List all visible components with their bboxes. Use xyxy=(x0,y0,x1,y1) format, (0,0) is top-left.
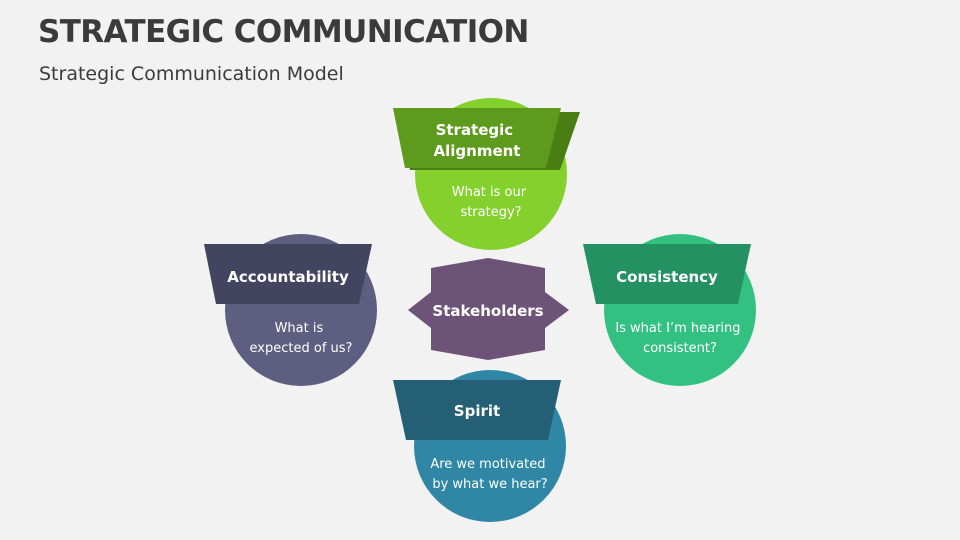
stakeholders-arrow-shape xyxy=(408,258,569,360)
slide-title: STRATEGIC COMMUNICATION xyxy=(38,14,529,50)
node-consistency: Consistency Is what I’m hearing consiste… xyxy=(583,234,756,386)
accountability-question: What is expected of us? xyxy=(250,321,353,356)
spirit-banner xyxy=(393,380,561,440)
consistency-banner xyxy=(583,244,751,304)
accountability-heading: Accountability xyxy=(227,268,349,286)
consistency-question: Is what I’m hearing consistent? xyxy=(615,321,744,356)
spirit-heading: Spirit xyxy=(454,402,500,420)
strategic-alignment-heading: Strategic Alignment xyxy=(434,121,521,160)
consistency-heading: Consistency xyxy=(616,268,718,286)
strategic-alignment-banner xyxy=(393,108,561,168)
stakeholders-top-band xyxy=(431,268,545,274)
center-node-stakeholders: Stakeholders xyxy=(408,258,569,360)
strategic-alignment-question: What is our strategy? xyxy=(452,185,530,220)
stakeholders-label: Stakeholders xyxy=(432,302,543,320)
spirit-question: Are we motivated by what we hear? xyxy=(430,457,549,492)
slide-subtitle: Strategic Communication Model xyxy=(39,63,344,85)
accountability-banner xyxy=(204,244,372,304)
node-spirit: Spirit Are we motivated by what we hear? xyxy=(393,370,566,522)
node-accountability: Accountability What is expected of us? xyxy=(204,234,377,386)
node-strategic-alignment: Strategic Alignment What is our strategy… xyxy=(393,98,580,250)
